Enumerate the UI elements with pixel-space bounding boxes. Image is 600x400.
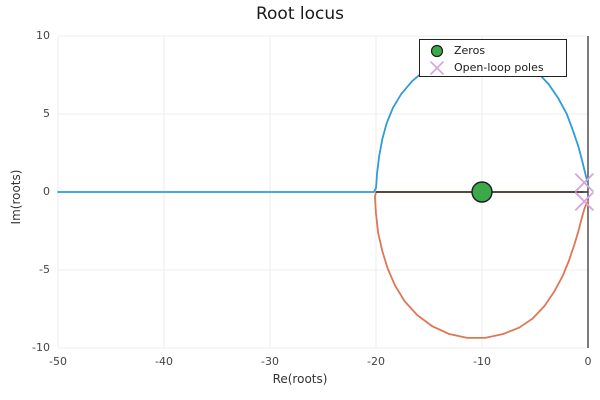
x-tick-label: -10: [473, 355, 491, 368]
legend-item-poles: Open-loop poles: [420, 59, 544, 76]
x-tick-label: -40: [155, 355, 173, 368]
legend-label-open-loop-poles: Open-loop poles: [454, 61, 544, 74]
x-tick-label: -50: [49, 355, 67, 368]
legend-label-zeros: Zeros: [454, 44, 486, 57]
x-marker-icon: [420, 59, 454, 76]
pole-marker-x: [574, 191, 594, 212]
circle-marker-icon: [420, 42, 454, 59]
zero-marker-circle: [471, 181, 493, 203]
locus-branch-lower: [374, 191, 589, 339]
legend-item-zeros: Zeros: [420, 42, 485, 59]
x-tick-label: 0: [584, 355, 592, 368]
y-tick-label: 5: [43, 107, 50, 120]
x-axis-label: Re(roots): [272, 372, 328, 386]
y-tick-label: 10: [36, 29, 50, 42]
pole-marker-x: [574, 172, 594, 193]
x-tick-label: -30: [261, 355, 279, 368]
page-title: Root locus: [255, 4, 345, 24]
legend: Zeros Open-loop poles: [419, 39, 567, 77]
y-tick-label: -10: [32, 341, 50, 354]
y-tick-label: 0: [43, 185, 50, 198]
y-tick-label: -5: [39, 263, 50, 276]
x-tick-label: -20: [367, 355, 385, 368]
